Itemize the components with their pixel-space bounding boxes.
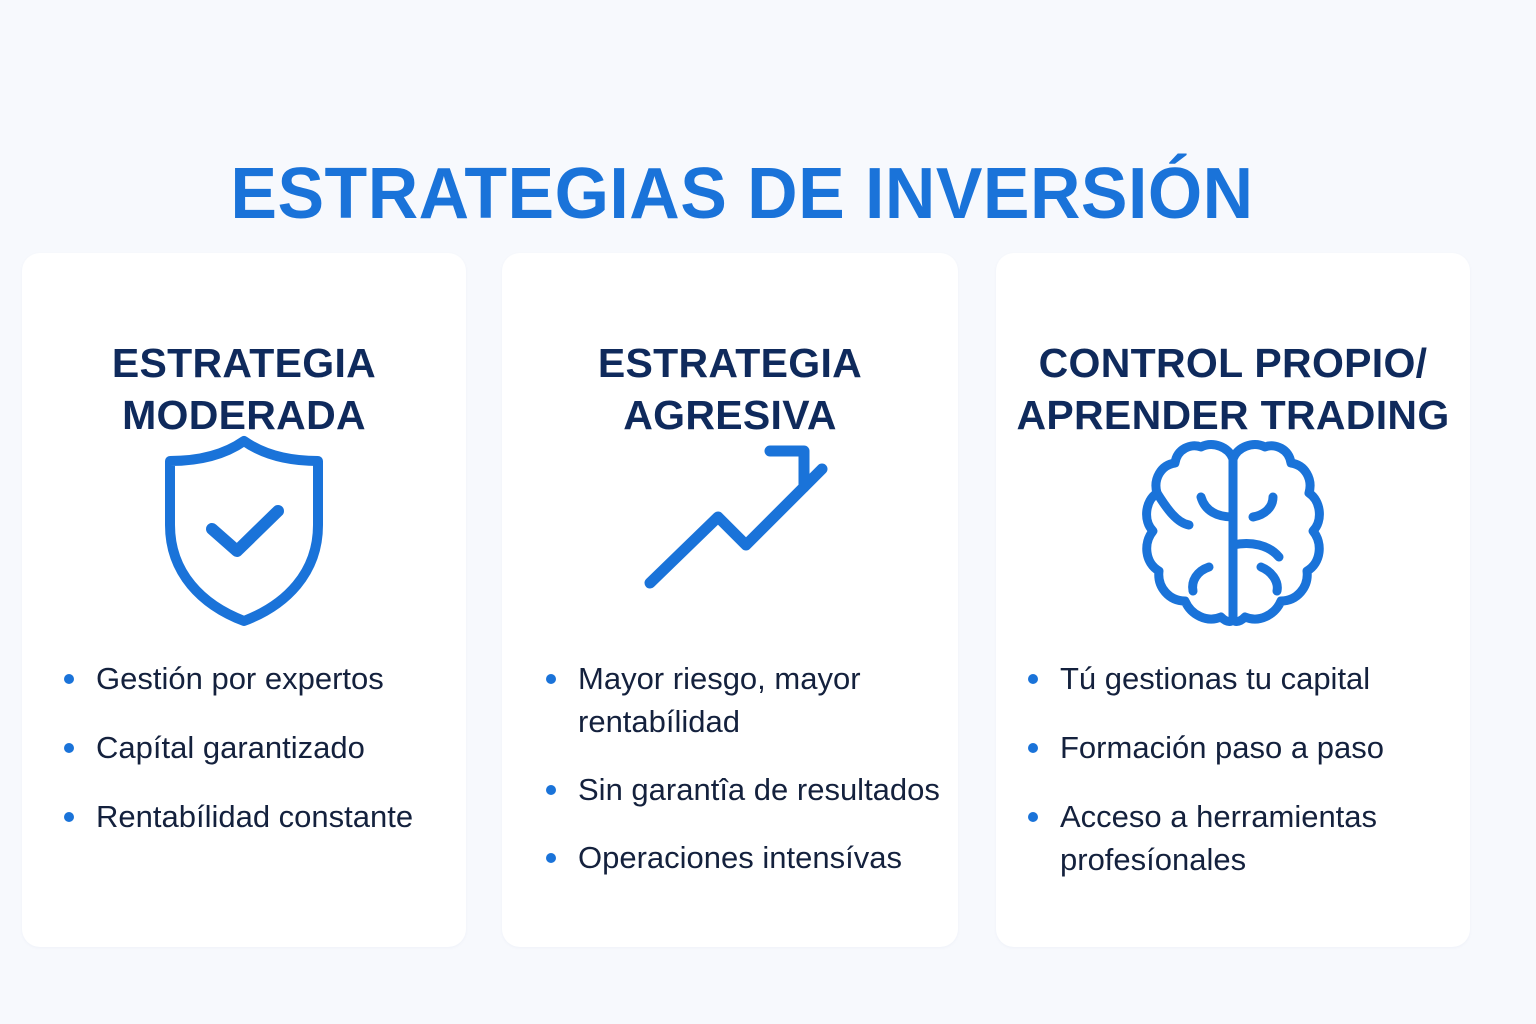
strategy-card-self-control: CONTROL PROPIO/ APRENDER TRADING Tú gest… [996,253,1470,947]
brain-icon [1133,437,1333,637]
trending-up-arrow-icon [630,443,830,643]
list-item: Mayor riesgo, mayor rentabílidad [544,657,948,743]
list-item-text: Rentabílidad constante [96,799,414,834]
list-item: Rentabílidad constante [62,795,456,838]
bullet-icon [1028,743,1038,753]
list-item: Acceso a herramientas profesíonales [1026,795,1460,881]
card-title: ESTRATEGIA MODERADA [22,337,466,441]
bullet-icon [546,674,556,684]
list-item-text: Acceso a herramientas profesíonales [1060,799,1378,877]
bullet-icon [546,785,556,795]
list-item: Operaciones intensívas [544,836,948,879]
feature-list: Mayor riesgo, mayor rentabílidad Sin gar… [544,657,948,904]
shield-check-icon [144,433,344,633]
card-title-line: MODERADA [122,392,366,439]
list-item-text: Tú gestionas tu capital [1060,661,1371,696]
card-title: CONTROL PROPIO/ APRENDER TRADING [996,337,1470,441]
list-item: Gestión por expertos [62,657,456,700]
bullet-icon [64,812,74,822]
bullet-icon [1028,674,1038,684]
list-item: Capítal garantizado [62,726,456,769]
bullet-icon [64,674,74,684]
list-item-text: Mayor riesgo, mayor rentabílidad [578,661,861,739]
bullet-icon [1028,812,1038,822]
list-item: Sin garantîa de resultados [544,768,948,811]
list-item: Formación paso a paso [1026,726,1460,769]
strategy-card-aggressive: ESTRATEGIA AGRESIVA Mayor riesgo, mayor … [502,253,958,947]
card-title-line: ESTRATEGIA [111,340,377,387]
page-title: ESTRATEGIAS DE INVERSIÓN [230,154,1254,235]
card-title-line: APRENDER TRADING [1016,392,1450,439]
list-item-text: Operaciones intensívas [578,840,902,875]
feature-list: Gestión por expertos Capítal garantizado… [62,657,456,864]
card-title-line: AGRESIVA [623,392,837,439]
list-item-text: Gestión por expertos [96,661,384,696]
bullet-icon [546,853,556,863]
feature-list: Tú gestionas tu capital Formación paso a… [1026,657,1460,907]
strategy-card-moderate: ESTRATEGIA MODERADA Gestión por expertos… [22,253,466,947]
list-item-text: Formación paso a paso [1060,730,1384,765]
card-title-line: ESTRATEGIA [597,340,863,387]
bullet-icon [64,743,74,753]
list-item-text: Capítal garantizado [96,730,365,765]
card-title: ESTRATEGIA AGRESIVA [502,337,958,441]
list-item: Tú gestionas tu capital [1026,657,1460,700]
list-item-text: Sin garantîa de resultados [578,772,940,807]
card-title-line: CONTROL PROPIO/ [1038,340,1428,387]
